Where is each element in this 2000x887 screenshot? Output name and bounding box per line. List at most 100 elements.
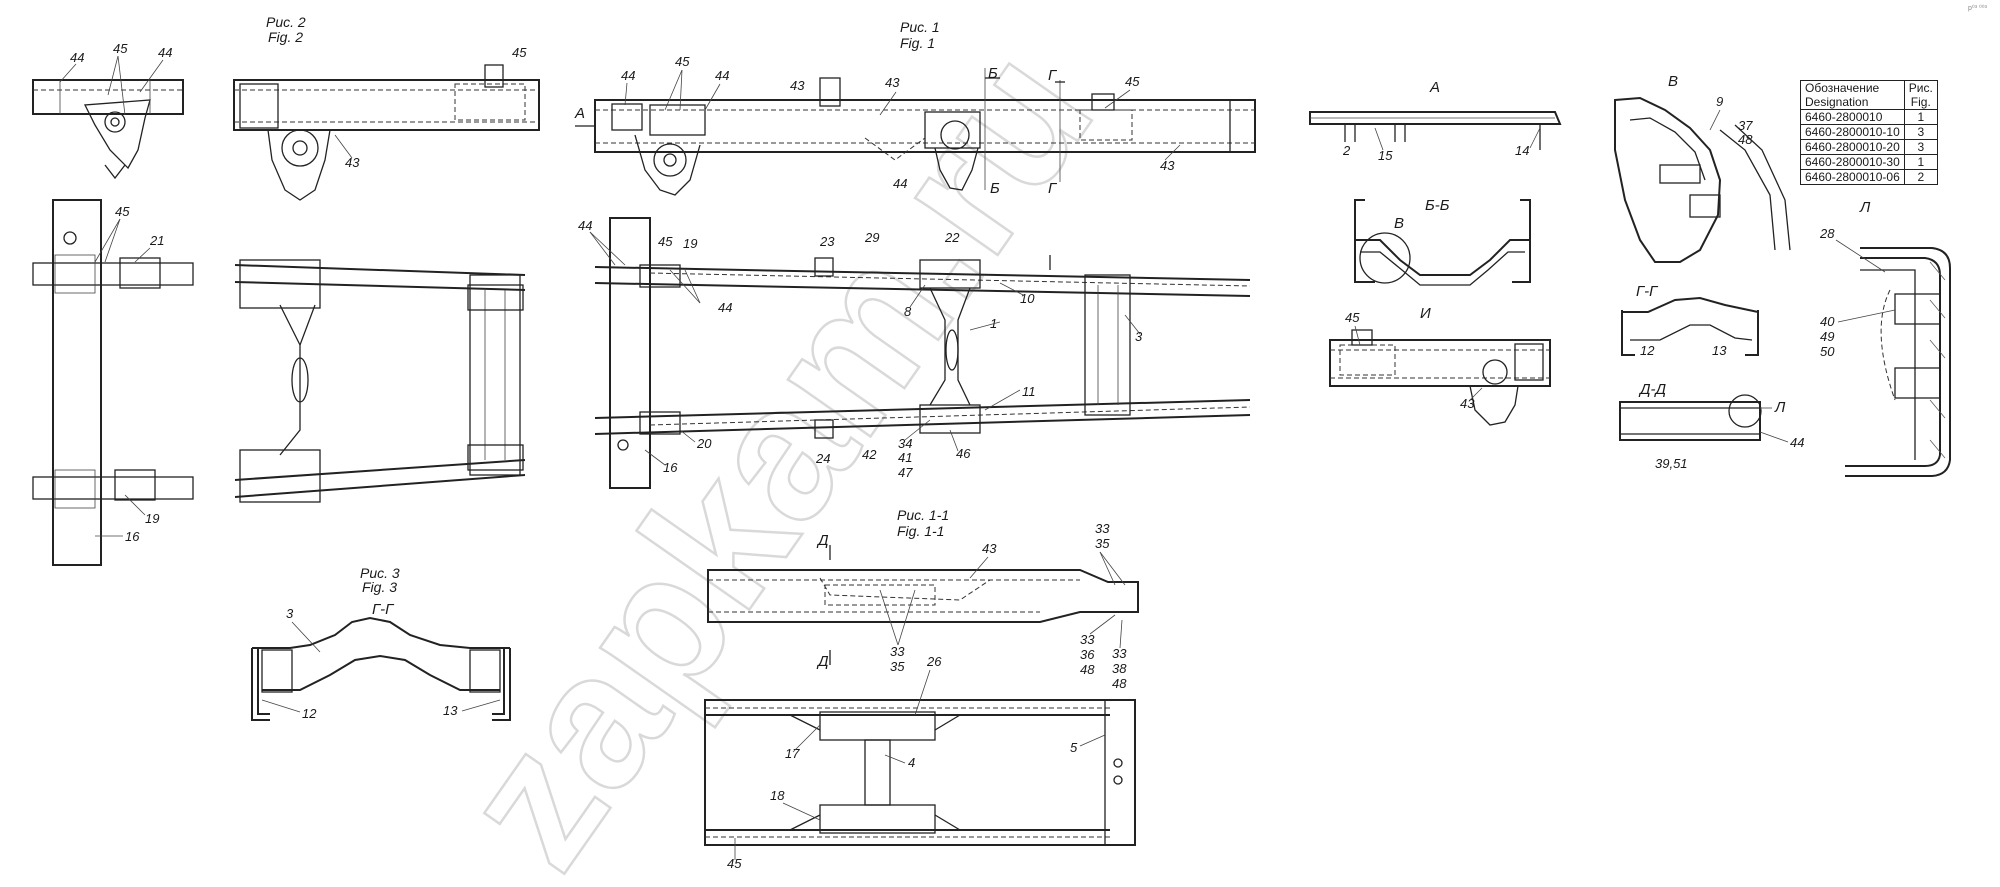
svg-text:12: 12 xyxy=(302,706,317,721)
fig1-side-view xyxy=(575,68,1256,196)
fig1-caption: Рис. 1 Fig. 1 xyxy=(900,19,940,51)
svg-text:2: 2 xyxy=(1342,143,1351,158)
fig1-plan-view xyxy=(594,217,1251,489)
svg-text:44: 44 xyxy=(158,45,172,60)
svg-text:Г-Г: Г-Г xyxy=(1636,283,1659,300)
svg-text:43: 43 xyxy=(345,155,360,170)
svg-text:41: 41 xyxy=(898,450,912,465)
svg-text:Fig. 3: Fig. 3 xyxy=(362,579,397,595)
designation-header: Обозначение Designation xyxy=(1800,80,1905,110)
fig2-plan-view-left: 45 21 19 16 xyxy=(32,199,194,566)
fig1-plan-callouts: 44 45 19 44 23 29 22 8 1 10 3 11 16 20 2… xyxy=(578,218,1143,480)
svg-text:45: 45 xyxy=(727,856,742,871)
svg-text:Д: Д xyxy=(816,532,829,549)
svg-text:22: 22 xyxy=(944,230,960,245)
section-dd: Д-Д Л 39,51 44 xyxy=(1619,381,1804,471)
svg-text:17: 17 xyxy=(785,746,800,761)
svg-text:Рис. 3: Рис. 3 xyxy=(360,565,400,581)
svg-text:35: 35 xyxy=(1095,536,1110,551)
svg-text:19: 19 xyxy=(683,236,697,251)
svg-text:Рис. 1-1: Рис. 1-1 xyxy=(897,507,949,523)
svg-text:48: 48 xyxy=(1112,676,1127,691)
fig2-top-callouts: 44 45 44 xyxy=(59,41,172,116)
svg-text:16: 16 xyxy=(125,529,140,544)
svg-text:21: 21 xyxy=(149,233,164,248)
svg-text:44: 44 xyxy=(893,176,907,191)
svg-text:43: 43 xyxy=(1460,396,1475,411)
svg-text:44: 44 xyxy=(621,68,635,83)
fig2-caption: Рис. 2 Fig. 2 xyxy=(266,14,306,45)
svg-text:44: 44 xyxy=(1790,435,1804,450)
fig1-side-labels: А Б Б Г Г 44 45 44 43 43 45 43 44 xyxy=(574,54,1181,197)
svg-text:14: 14 xyxy=(1515,143,1529,158)
svg-text:34: 34 xyxy=(898,436,912,451)
table-header-row: Обозначение Designation Рис. Fig. xyxy=(1800,80,1938,110)
fig1-1-plan-view: 26 17 4 5 18 45 xyxy=(704,654,1136,871)
svg-text:45: 45 xyxy=(115,204,130,219)
svg-text:13: 13 xyxy=(443,703,458,718)
svg-text:48: 48 xyxy=(1080,662,1095,677)
svg-text:13: 13 xyxy=(1712,343,1727,358)
svg-text:43: 43 xyxy=(982,541,997,556)
svg-text:48: 48 xyxy=(1738,132,1753,147)
svg-text:12: 12 xyxy=(1640,343,1655,358)
svg-text:24: 24 xyxy=(815,451,830,466)
svg-text:44: 44 xyxy=(715,68,729,83)
svg-text:33: 33 xyxy=(1112,646,1127,661)
svg-text:11: 11 xyxy=(1022,384,1036,399)
watermark: zapkam.ru xyxy=(419,11,1134,887)
svg-text:23: 23 xyxy=(819,234,835,249)
svg-text:33: 33 xyxy=(890,644,905,659)
svg-text:Б-Б: Б-Б xyxy=(1425,197,1450,214)
svg-text:Рис. 2: Рис. 2 xyxy=(266,14,306,30)
watermark-text: zapkam.ru xyxy=(420,12,1133,887)
svg-text:8: 8 xyxy=(904,304,912,319)
svg-text:26: 26 xyxy=(926,654,942,669)
svg-text:19: 19 xyxy=(145,511,159,526)
fig1-1-caption: Рис. 1-1 Fig. 1-1 xyxy=(897,507,949,539)
svg-text:Л: Л xyxy=(1774,399,1786,416)
table-row: 6460-2800010-20 3 xyxy=(1800,139,1938,155)
svg-text:10: 10 xyxy=(1020,291,1035,306)
svg-text:45: 45 xyxy=(512,45,527,60)
svg-text:5: 5 xyxy=(1070,740,1078,755)
svg-text:Б: Б xyxy=(990,180,1000,197)
svg-text:Д: Д xyxy=(816,653,829,670)
svg-text:Г: Г xyxy=(1048,67,1058,84)
svg-text:А: А xyxy=(1429,79,1440,96)
view-i: И 45 43 xyxy=(1329,305,1551,426)
view-a: А 2 15 14 xyxy=(1309,79,1562,163)
svg-text:43: 43 xyxy=(1160,158,1175,173)
section-bb: Б-Б В xyxy=(1354,197,1531,286)
svg-text:Fig. 1-1: Fig. 1-1 xyxy=(897,523,944,539)
svg-text:Fig. 1: Fig. 1 xyxy=(900,35,935,51)
svg-text:44: 44 xyxy=(718,300,732,315)
table-row: 6460-2800010-06 2 xyxy=(1800,169,1938,185)
table-row: 6460-2800010-30 1 xyxy=(1800,154,1938,170)
svg-text:44: 44 xyxy=(578,218,592,233)
svg-text:15: 15 xyxy=(1378,148,1393,163)
section-gg-small: Г-Г 12 13 xyxy=(1621,283,1759,358)
view-v: В 9 37 48 xyxy=(1614,73,1791,263)
fig3-section: 3 12 13 xyxy=(251,606,511,721)
svg-text:29: 29 xyxy=(864,230,879,245)
svg-text:43: 43 xyxy=(885,75,900,90)
svg-text:46: 46 xyxy=(956,446,971,461)
svg-text:20: 20 xyxy=(696,436,712,451)
svg-text:47: 47 xyxy=(898,465,913,480)
svg-text:4: 4 xyxy=(908,755,915,770)
svg-text:28: 28 xyxy=(1819,226,1835,241)
svg-text:44: 44 xyxy=(70,50,84,65)
svg-text:3: 3 xyxy=(286,606,294,621)
fig3-caption: Рис. 3 Fig. 3 Г-Г xyxy=(360,565,400,618)
designation-table: Обозначение Designation Рис. Fig. 6460-2… xyxy=(1800,80,1938,185)
fig1-1-side-view: Д Д 43 33 35 33 35 33 36 48 33 38 48 xyxy=(707,521,1139,691)
svg-text:37: 37 xyxy=(1738,118,1753,133)
svg-text:43: 43 xyxy=(790,78,805,93)
svg-text:45: 45 xyxy=(658,234,673,249)
svg-text:42: 42 xyxy=(862,447,877,462)
svg-text:16: 16 xyxy=(663,460,678,475)
svg-text:40: 40 xyxy=(1820,314,1835,329)
svg-text:45: 45 xyxy=(1345,310,1360,325)
